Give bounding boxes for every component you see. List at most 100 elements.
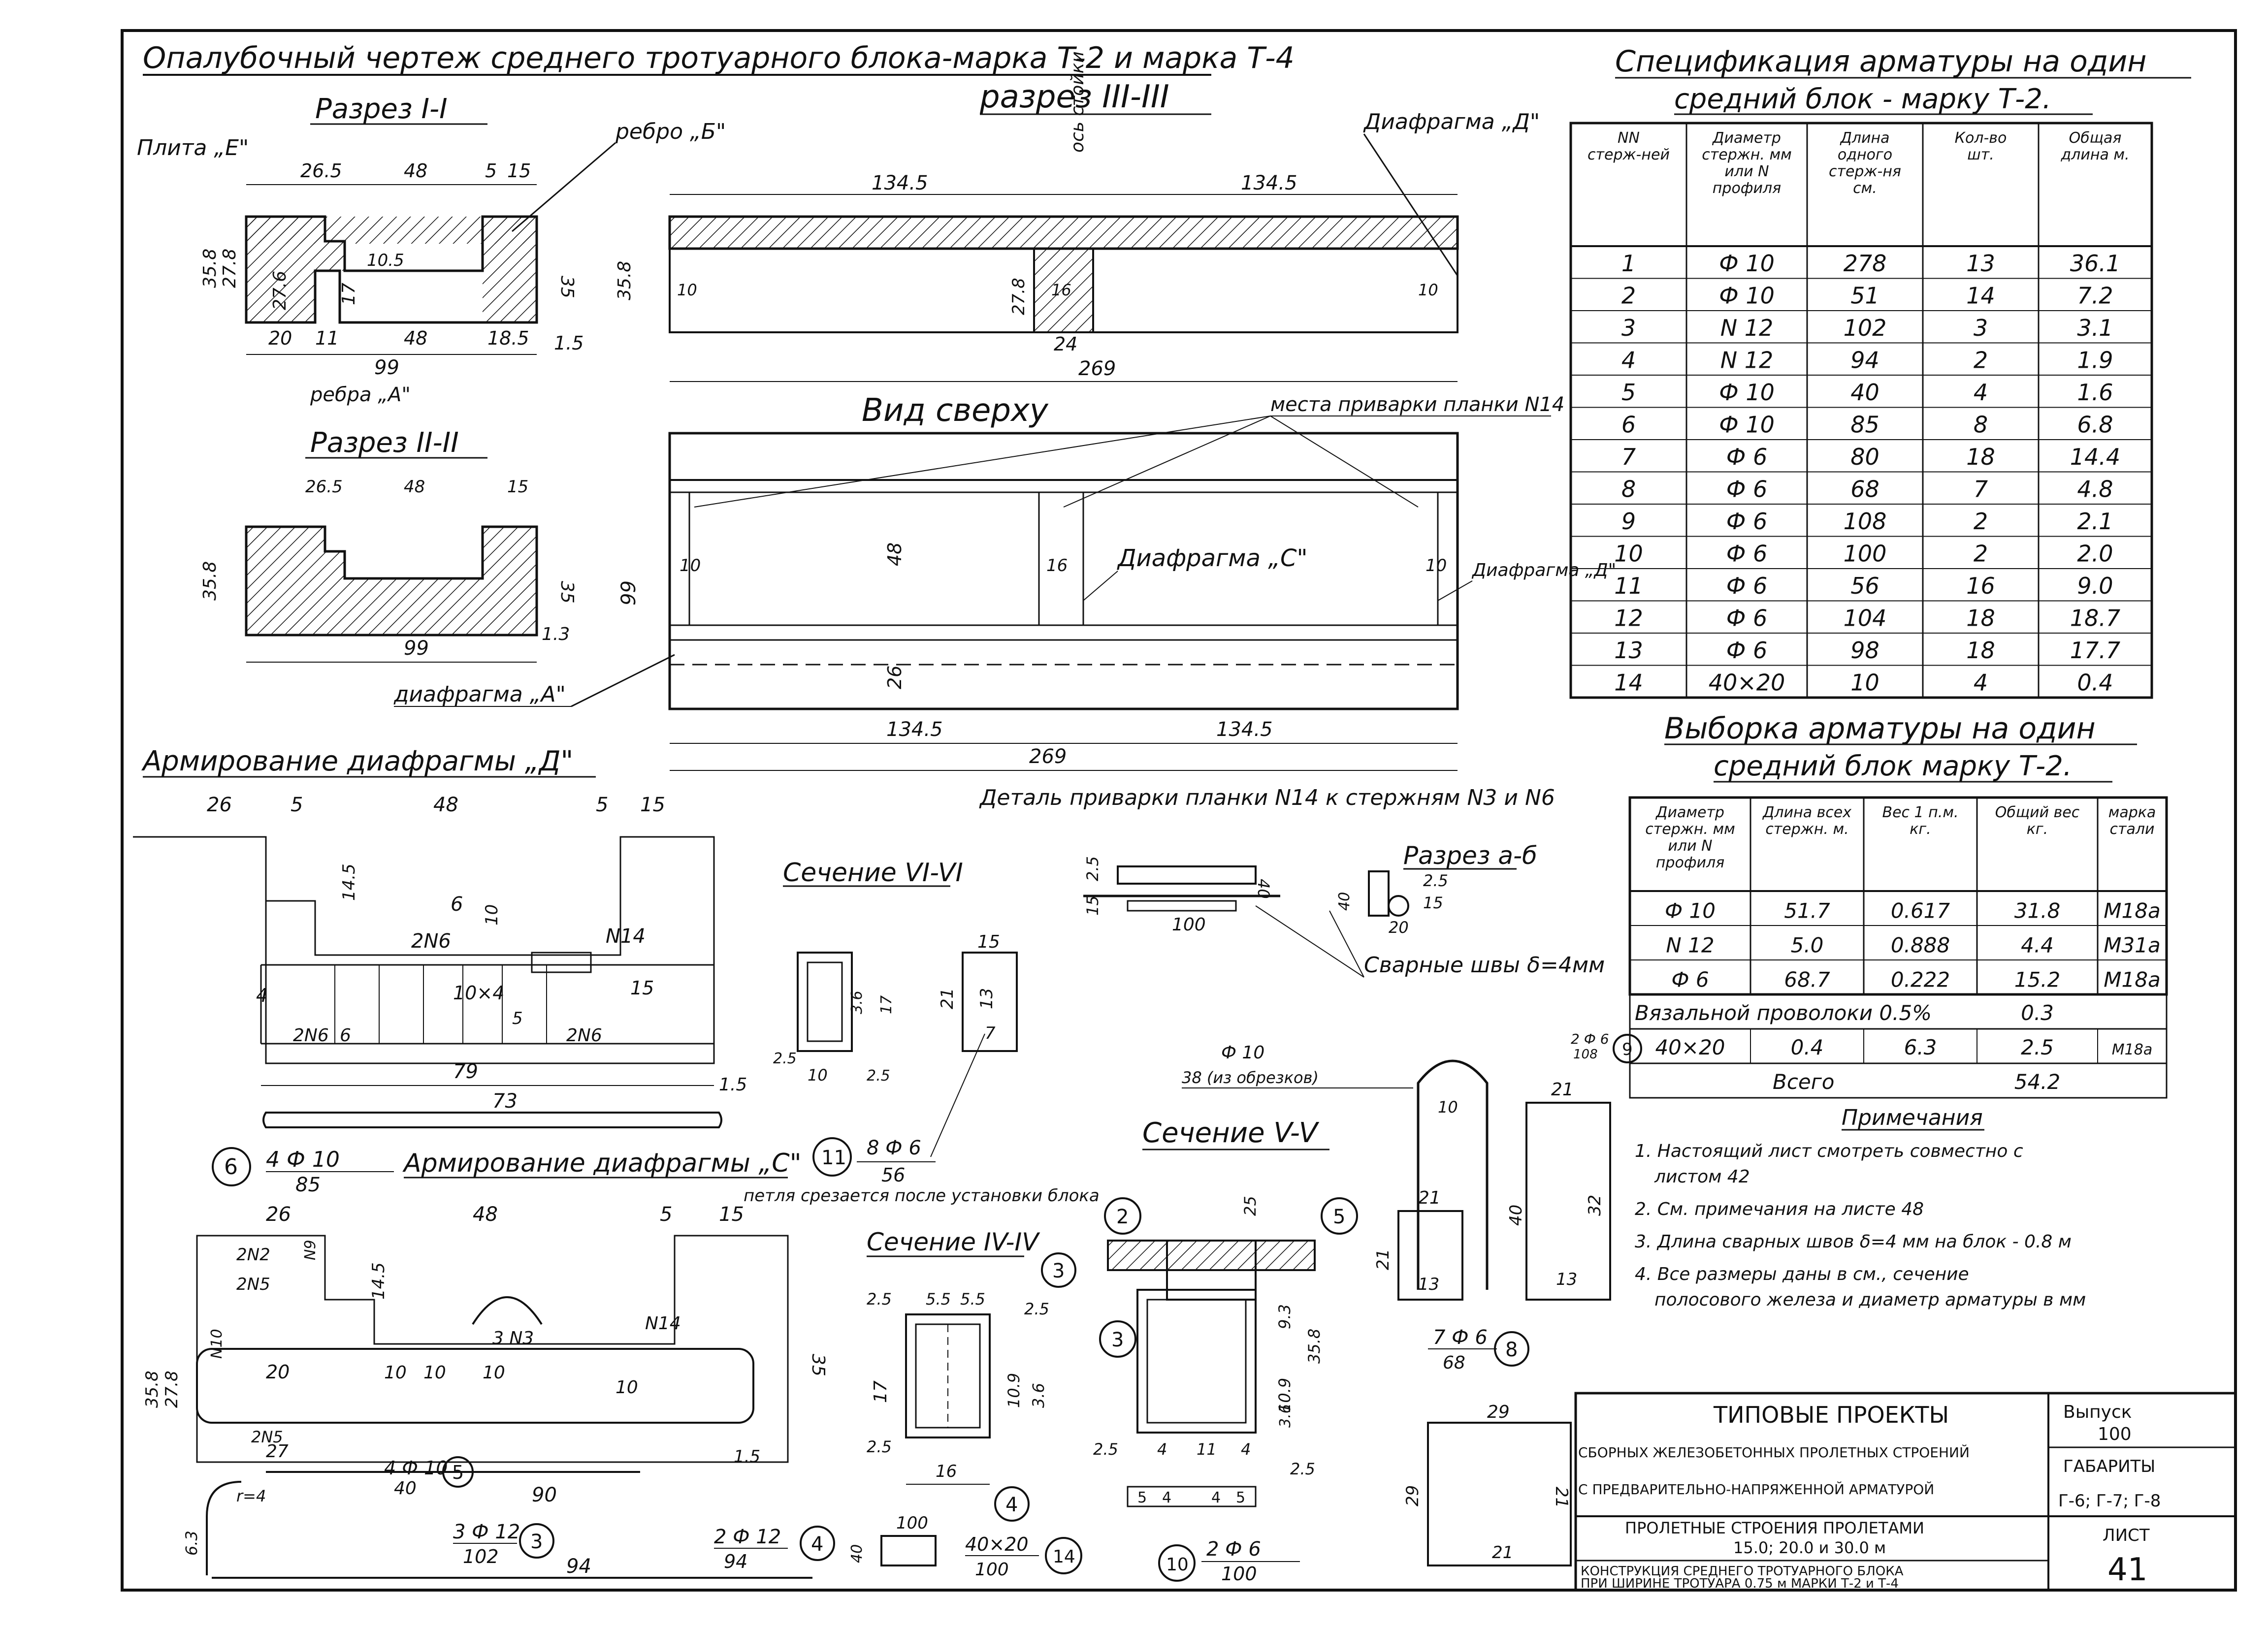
spec-cell: 18.7 bbox=[2070, 605, 2120, 632]
svg-text:13: 13 bbox=[977, 988, 997, 1009]
sample-strip-cell: 40×20 bbox=[1655, 1035, 1725, 1059]
spec-cell: 8 bbox=[1974, 412, 1988, 438]
sample-cell: М18а bbox=[2104, 968, 2160, 992]
svg-text:15: 15 bbox=[507, 477, 528, 497]
sample-cell: Ф 6 bbox=[1671, 968, 1709, 992]
svg-text:15: 15 bbox=[1423, 894, 1443, 912]
spec-header: Длина bbox=[1839, 129, 1889, 147]
svg-text:2N5: 2N5 bbox=[236, 1275, 270, 1294]
stamp-sheet-value: 41 bbox=[2107, 1552, 2147, 1588]
svg-text:4 Ф 10: 4 Ф 10 bbox=[384, 1457, 448, 1479]
spec-cell: Ф 10 bbox=[1719, 379, 1775, 406]
svg-text:2.5: 2.5 bbox=[867, 1437, 892, 1456]
svg-text:32: 32 bbox=[1585, 1195, 1605, 1216]
svg-text:27.8: 27.8 bbox=[162, 1371, 182, 1408]
spec-cell: 10 bbox=[1850, 670, 1879, 696]
spec-cell: 3.1 bbox=[2077, 315, 2113, 341]
diaphragm-a-label: диафрагма „А" bbox=[393, 682, 566, 707]
section-3-3: разрез III-III Диафрагма „Д" ось стойки … bbox=[615, 51, 1540, 382]
svg-text:100: 100 bbox=[896, 1513, 928, 1533]
svg-text:2N6: 2N6 bbox=[566, 1025, 602, 1046]
section-4-4-title: Сечение IV-IV bbox=[867, 1228, 1040, 1256]
stamp-line5: КОНСТРУКЦИЯ СРЕДНЕГО ТРОТУАРНОГО БЛОКА bbox=[1581, 1564, 1904, 1579]
spec-cell: 18 bbox=[1966, 605, 1995, 632]
spec-cell: 10 bbox=[1614, 541, 1643, 567]
svg-text:10.9: 10.9 bbox=[1004, 1373, 1023, 1408]
spec-cell: 16 bbox=[1966, 573, 1995, 599]
spec-cell: 7 bbox=[1621, 444, 1636, 470]
svg-text:10: 10 bbox=[1418, 281, 1438, 299]
svg-text:4: 4 bbox=[811, 1533, 823, 1556]
spec-cell: 5 bbox=[1621, 379, 1636, 406]
svg-text:2N6: 2N6 bbox=[293, 1025, 329, 1046]
spec-cell: 40 bbox=[1850, 379, 1879, 406]
svg-text:6: 6 bbox=[451, 893, 463, 916]
svg-text:40: 40 bbox=[1336, 892, 1353, 911]
sample-strip-cell: М18а bbox=[2112, 1041, 2152, 1058]
spec-cell: 2.1 bbox=[2077, 508, 2113, 535]
sample-cell: М18а bbox=[2104, 899, 2160, 923]
sample-cell: 68.7 bbox=[1784, 968, 1830, 992]
svg-text:40×20: 40×20 bbox=[965, 1533, 1029, 1555]
svg-text:2 Ф 6: 2 Ф 6 bbox=[1571, 1031, 1609, 1047]
spec-cell: 1 bbox=[1621, 250, 1636, 277]
spec-cell: 85 bbox=[1850, 412, 1879, 438]
svg-text:1.5: 1.5 bbox=[719, 1075, 747, 1095]
sheet-frame bbox=[121, 29, 2237, 1592]
sample-cell: Ф 10 bbox=[1665, 899, 1716, 923]
spec-cell: 2 bbox=[1974, 541, 1988, 567]
svg-text:2 Ф 12: 2 Ф 12 bbox=[714, 1526, 781, 1548]
svg-text:7 Ф 6: 7 Ф 6 bbox=[1433, 1326, 1488, 1349]
spec-cell: N 12 bbox=[1720, 347, 1774, 374]
sample-cell: 51.7 bbox=[1784, 899, 1830, 923]
svg-text:5: 5 bbox=[660, 1203, 672, 1226]
spec-header: стерж-ней bbox=[1588, 146, 1670, 163]
sample-cell: 4.4 bbox=[2021, 933, 2054, 958]
section-4-4: Сечение IV-IV 2.5 5.5 5.5 2.5 17 10.9 3.… bbox=[867, 1228, 1076, 1522]
svg-text:5: 5 bbox=[291, 794, 303, 816]
spec-cell: 4 bbox=[1974, 670, 1988, 696]
svg-text:94: 94 bbox=[724, 1551, 747, 1572]
svg-text:6.3: 6.3 bbox=[182, 1531, 201, 1556]
svg-text:2.5: 2.5 bbox=[1423, 871, 1448, 890]
svg-text:26.5: 26.5 bbox=[305, 477, 343, 497]
svg-text:21: 21 bbox=[1492, 1543, 1513, 1563]
sample-header: марка bbox=[2108, 804, 2156, 821]
spec-cell: 4.8 bbox=[2077, 476, 2113, 503]
svg-text:35.8: 35.8 bbox=[142, 1371, 162, 1408]
svg-text:134.5: 134.5 bbox=[872, 172, 928, 194]
spec-cell: 4 bbox=[1974, 379, 1988, 406]
svg-text:6: 6 bbox=[224, 1154, 238, 1180]
main-title: Опалубочный чертеж среднего тротуарного … bbox=[143, 41, 1295, 75]
svg-text:108: 108 bbox=[1573, 1047, 1598, 1062]
svg-text:1.5: 1.5 bbox=[734, 1447, 760, 1467]
svg-text:5: 5 bbox=[596, 794, 608, 816]
sample-strip-cell: 2.5 bbox=[2021, 1035, 2054, 1059]
spec-cell: 7 bbox=[1974, 476, 1988, 503]
svg-text:27: 27 bbox=[266, 1441, 289, 1462]
spec-header: стерж-ня bbox=[1829, 163, 1901, 180]
svg-text:2.5: 2.5 bbox=[867, 1290, 892, 1309]
svg-text:27.8: 27.8 bbox=[1009, 278, 1029, 315]
section-2-2-title: Разрез II-II bbox=[310, 427, 459, 459]
svg-text:4 Ф 10: 4 Ф 10 bbox=[266, 1147, 340, 1172]
spec-cell: Ф 6 bbox=[1726, 508, 1768, 535]
svg-text:5.5: 5.5 bbox=[960, 1290, 985, 1309]
sample-header: профиля bbox=[1656, 854, 1724, 871]
diaphragm-c-title: Армирование диафрагмы „С" bbox=[402, 1149, 802, 1178]
weld-places-label: места приварки планки N14 bbox=[1270, 393, 1564, 416]
spec-cell: 40×20 bbox=[1709, 670, 1785, 696]
rod-10-label: Ф 10 bbox=[1221, 1043, 1264, 1063]
spec-cell: 102 bbox=[1844, 315, 1887, 341]
sample-total-label: Всего bbox=[1773, 1070, 1835, 1094]
spec-title-2: средний блок - марку Т-2. bbox=[1674, 83, 2051, 115]
section-ab-title: Разрез а-б bbox=[1403, 841, 1537, 870]
spec-cell: Ф 6 bbox=[1726, 637, 1768, 664]
svg-text:3: 3 bbox=[530, 1531, 543, 1553]
svg-text:3.6: 3.6 bbox=[1277, 1404, 1294, 1428]
svg-text:24: 24 bbox=[1054, 333, 1077, 355]
svg-text:14: 14 bbox=[1053, 1547, 1075, 1567]
svg-text:27.6: 27.6 bbox=[270, 271, 290, 310]
spec-header: шт. bbox=[1967, 146, 1994, 163]
